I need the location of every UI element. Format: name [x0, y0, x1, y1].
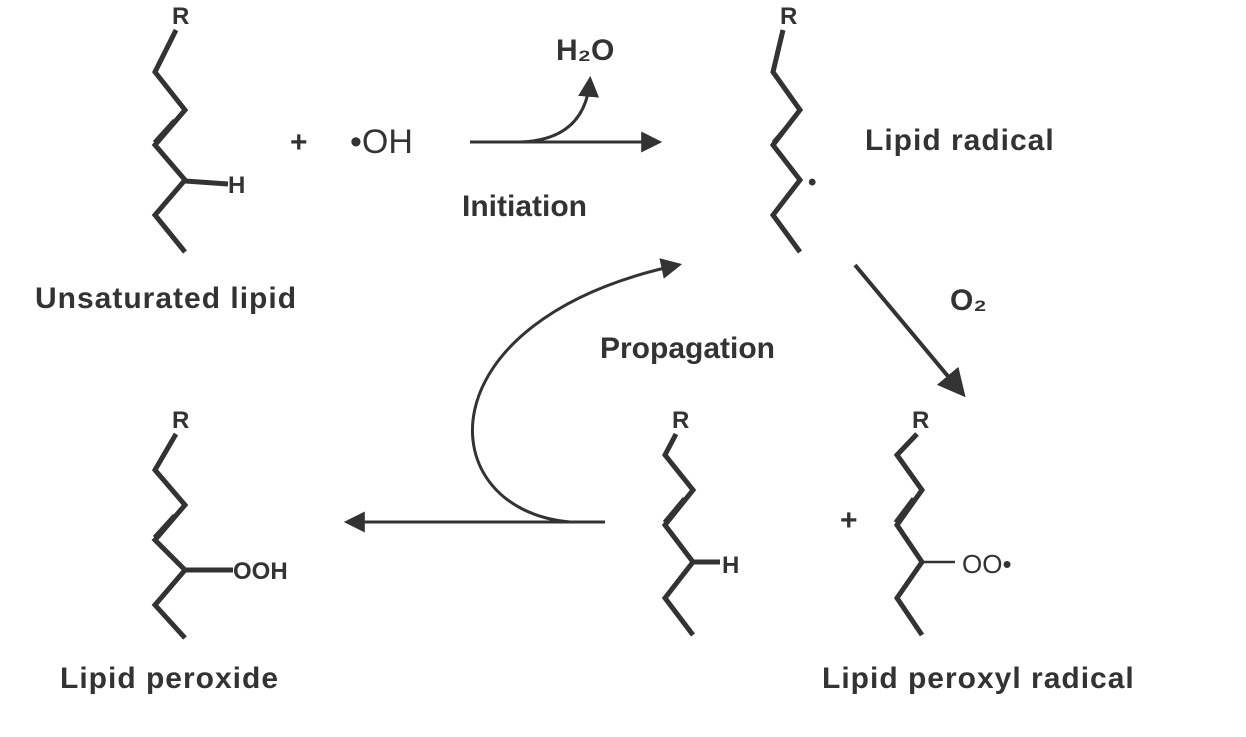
lipid-radical-structure: R • Lipid radical	[769, 3, 1055, 254]
plus-sign: +	[840, 504, 858, 537]
r-group: R	[172, 3, 189, 30]
lipid-radical-label: Lipid radical	[865, 124, 1055, 157]
h-atom: H	[722, 552, 739, 579]
lipid-peroxyl-radical-label: Lipid peroxyl radical	[822, 662, 1135, 695]
unsaturated-lipid-label: Unsaturated lipid	[35, 282, 297, 315]
r-group: R	[780, 3, 797, 30]
hydroperoxide-group: OOH	[233, 558, 288, 585]
propagation-label: Propagation	[600, 332, 775, 365]
oxygen-addition-arrow	[853, 263, 966, 398]
radical-dot: •	[808, 169, 816, 196]
water-product: H₂O	[556, 34, 614, 67]
reacting-lipid-structure: R H	[661, 407, 739, 637]
oxygen-reactant: O₂	[950, 284, 987, 317]
initiation-arrow	[470, 75, 663, 153]
hydroxyl-radical: •OH	[350, 123, 413, 161]
plus-sign: +	[290, 126, 308, 159]
peroxyl-group: OO•	[962, 549, 1012, 579]
initiation-label: Initiation	[462, 190, 587, 223]
lipid-peroxide-label: Lipid peroxide	[60, 662, 279, 695]
unsaturated-lipid-structure: R H Unsaturated lipid	[35, 3, 297, 315]
r-group: R	[672, 407, 689, 434]
lipid-peroxyl-radical-structure: R OO• Lipid peroxyl radical	[822, 407, 1135, 695]
r-group: R	[172, 407, 189, 434]
r-group: R	[912, 407, 929, 434]
propagation-cycle-arrow	[470, 258, 683, 524]
h-atom: H	[228, 172, 245, 199]
lipid-peroxide-structure: R OOH Lipid peroxide	[60, 407, 288, 695]
